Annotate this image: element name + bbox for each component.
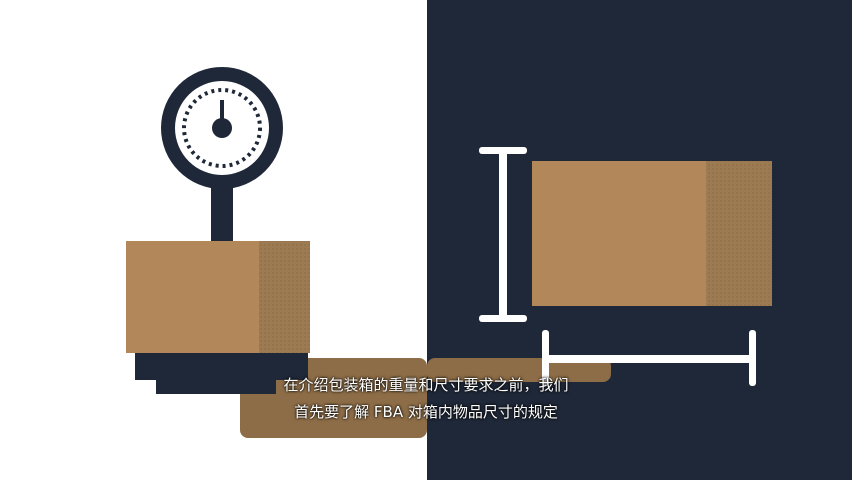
cardboard-box-icon (126, 241, 310, 353)
height-measure-icon (479, 147, 527, 322)
subtitle: 在介绍包装箱的重量和尺寸要求之前，我们 首先要了解 FBA 对箱内物品尺寸的规定 (200, 372, 652, 426)
scale-neck (211, 186, 233, 244)
scale-platform (135, 352, 308, 380)
scale-foot (156, 378, 276, 394)
box-on-scale-texture (259, 241, 310, 353)
width-measure-icon (542, 330, 756, 386)
scale-needle (220, 100, 224, 126)
scale-needle-hub (212, 118, 232, 138)
weighing-scale-icon (135, 67, 308, 394)
subtitle-line-2: 首先要了解 FBA 对箱内物品尺寸的规定 (294, 403, 558, 421)
subtitle-line-1: 在介绍包装箱的重量和尺寸要求之前，我们 (283, 376, 569, 394)
dimension-box-texture (706, 161, 772, 306)
scale-dial-ticks (182, 88, 262, 168)
dimension-box-icon (532, 161, 772, 306)
